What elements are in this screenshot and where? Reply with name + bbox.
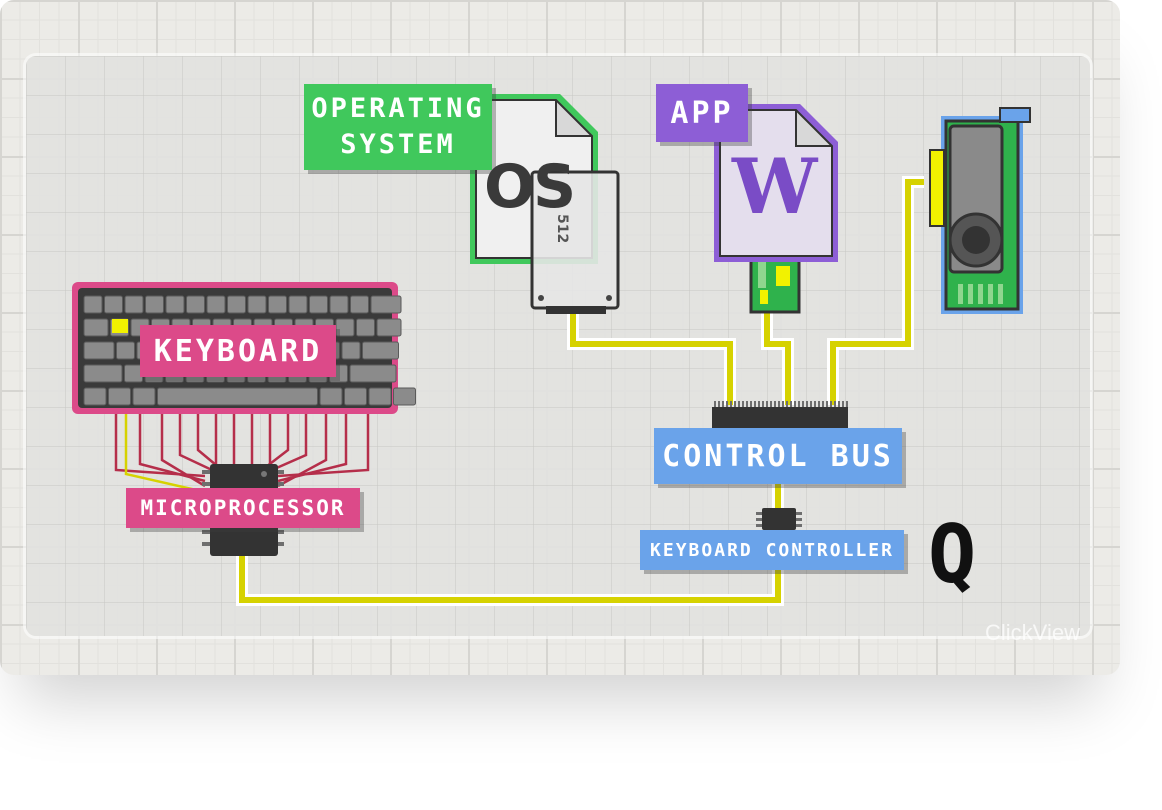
keyboard-key [335, 318, 355, 337]
keyboard-ribbon [114, 412, 370, 494]
wires [236, 176, 924, 606]
keyboard-controller-chip-icon [756, 508, 802, 530]
wire-app-to-bus [764, 312, 791, 405]
keyboard-key [83, 318, 109, 337]
keyboard-key [83, 341, 115, 360]
wire-os-to-bus [570, 312, 733, 405]
keyboard-key [165, 295, 185, 314]
chip-pin [202, 482, 210, 486]
watermark: ClickView [985, 620, 1080, 645]
keyboard-key [319, 387, 343, 406]
operating-system-label: OPERATING SYSTEM [304, 84, 492, 170]
keyboard-key [104, 295, 123, 314]
chip-pin [276, 542, 284, 546]
keyboard-key [247, 295, 267, 314]
memory-chip-text: 512 [554, 214, 570, 244]
chip-pin [276, 470, 284, 474]
keyboard-key [157, 387, 318, 406]
keyboard-key [362, 341, 399, 360]
keyboard-key [309, 295, 328, 314]
wire-microprocessor-to-controller [239, 555, 781, 603]
control-bus-label: CONTROL BUS [654, 428, 902, 484]
keyboard-key [206, 295, 226, 314]
keyboard-key [268, 295, 287, 314]
keyboard-key [83, 295, 103, 314]
chip-pin [202, 470, 210, 474]
keyboard-key [186, 295, 205, 314]
diagram-card: OS 512 W Q OPERATING SYSTEM APP KEYBOARD… [0, 0, 1120, 675]
os-file-text: OS [484, 152, 576, 222]
chip-pin [276, 530, 284, 534]
keyboard-key [83, 387, 107, 406]
keyboard-key [116, 341, 135, 360]
chip-pin [202, 542, 210, 546]
keyboard-key [344, 387, 367, 406]
keyboard-key [329, 295, 349, 314]
graphics-card-icon [929, 107, 1031, 314]
keyboard-key [227, 295, 246, 314]
control-bus-chip-icon [712, 401, 848, 435]
keyboard-key [288, 295, 308, 314]
microprocessor-label: MICROPROCESSOR [126, 488, 360, 528]
keyboard-key [349, 364, 397, 383]
keyboard-key [341, 341, 361, 360]
wire-gpu-to-bus [830, 179, 924, 405]
keyboard-key [124, 295, 144, 314]
keyboard-controller-label: KEYBOARD CONTROLLER [640, 530, 904, 570]
keyboard-key [368, 387, 392, 406]
keyboard-key [108, 387, 131, 406]
keyboard-key [376, 318, 402, 337]
app-file-text: W [732, 142, 818, 231]
keyboard-key [132, 387, 156, 406]
keyboard-key [83, 364, 123, 383]
keyboard-key [356, 318, 375, 337]
memory-chip-icon [530, 170, 620, 314]
keyboard-key [393, 387, 416, 406]
keyboard-key [370, 295, 402, 314]
keyboard-label: KEYBOARD [140, 325, 336, 377]
key-output-letter: Q [928, 508, 977, 601]
app-file-icon [714, 104, 838, 262]
chip-pin [202, 530, 210, 534]
keyboard-key [350, 295, 369, 314]
app-label: APP [656, 84, 748, 142]
keyboard-key [145, 295, 164, 314]
chip-pin [276, 482, 284, 486]
